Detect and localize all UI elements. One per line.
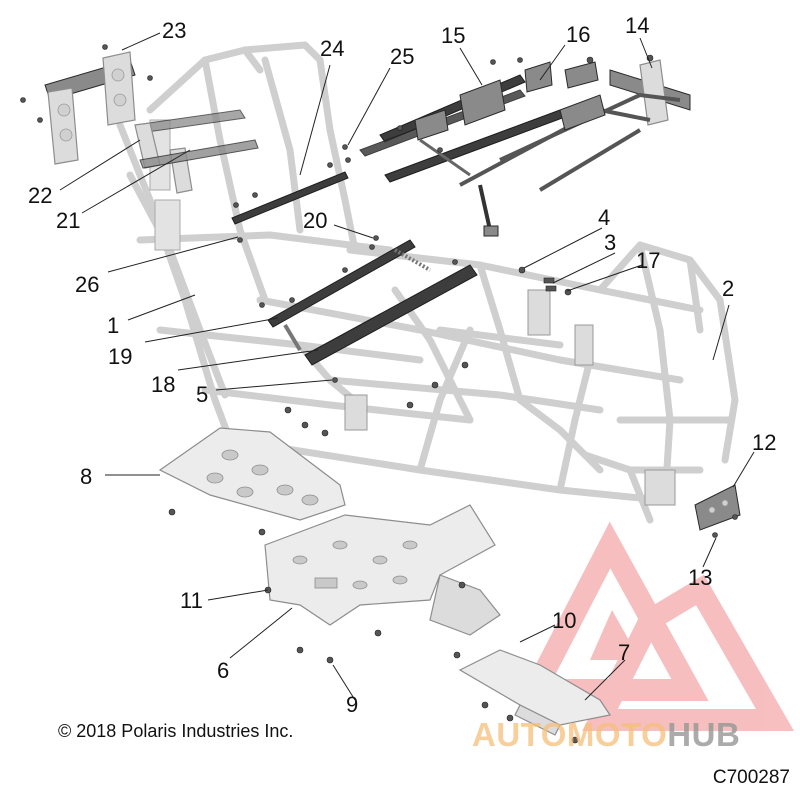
callout-10: 10 xyxy=(552,608,576,633)
callout-21: 21 xyxy=(56,208,80,233)
callout-19: 19 xyxy=(108,344,132,369)
callout-16: 16 xyxy=(566,22,590,47)
callout-25: 25 xyxy=(390,44,414,69)
callout-12: 12 xyxy=(752,430,776,455)
callout-26: 26 xyxy=(75,272,99,297)
main-frame xyxy=(116,41,739,524)
callout-15: 15 xyxy=(441,23,465,48)
callout-2: 2 xyxy=(722,276,734,301)
part-23-bracket xyxy=(20,44,153,165)
figure-code: C700287 xyxy=(712,767,790,788)
callout-24: 24 xyxy=(320,36,344,61)
callout-22: 22 xyxy=(28,183,52,208)
part-14-rear-support xyxy=(459,54,691,237)
callout-9: 9 xyxy=(346,692,358,717)
callout-4: 4 xyxy=(598,205,610,230)
callout-13: 13 xyxy=(688,565,712,590)
callout-labels: 23 22 21 26 1 19 18 5 24 25 15 16 14 20 … xyxy=(28,13,776,717)
callout-20: 20 xyxy=(303,208,327,233)
callout-3: 3 xyxy=(604,230,616,255)
part-8-front-skid-plate xyxy=(158,427,346,536)
callout-11: 11 xyxy=(180,588,203,613)
fasteners xyxy=(237,144,572,437)
callout-5: 5 xyxy=(196,382,208,407)
part-21-22-cross-bracket xyxy=(134,109,259,194)
part-18-19-lower-rails xyxy=(259,239,478,366)
part-15-16-seat-rails xyxy=(359,57,566,183)
callout-17: 17 xyxy=(636,248,660,273)
callout-14: 14 xyxy=(625,13,649,38)
callout-18: 18 xyxy=(151,372,175,397)
callout-7: 7 xyxy=(618,640,630,665)
watermark-text: AUTOMOTOHUB xyxy=(472,716,740,754)
callout-6: 6 xyxy=(217,658,229,683)
part-24-rail xyxy=(231,157,351,225)
copyright-notice: © 2018 Polaris Industries Inc. xyxy=(58,721,294,741)
watermark-part2: HUB xyxy=(667,716,741,753)
part-7-rear-skid-plate xyxy=(453,649,611,744)
callout-23: 23 xyxy=(162,18,186,43)
watermark-logo xyxy=(516,521,795,731)
part-12-rear-plate xyxy=(694,484,741,538)
part-6-center-skid-plate xyxy=(264,504,501,664)
watermark-part1: AUTOMOTO xyxy=(472,716,668,753)
callout-8: 8 xyxy=(80,464,92,489)
callout-1: 1 xyxy=(107,313,119,338)
leader-lines xyxy=(59,32,755,701)
